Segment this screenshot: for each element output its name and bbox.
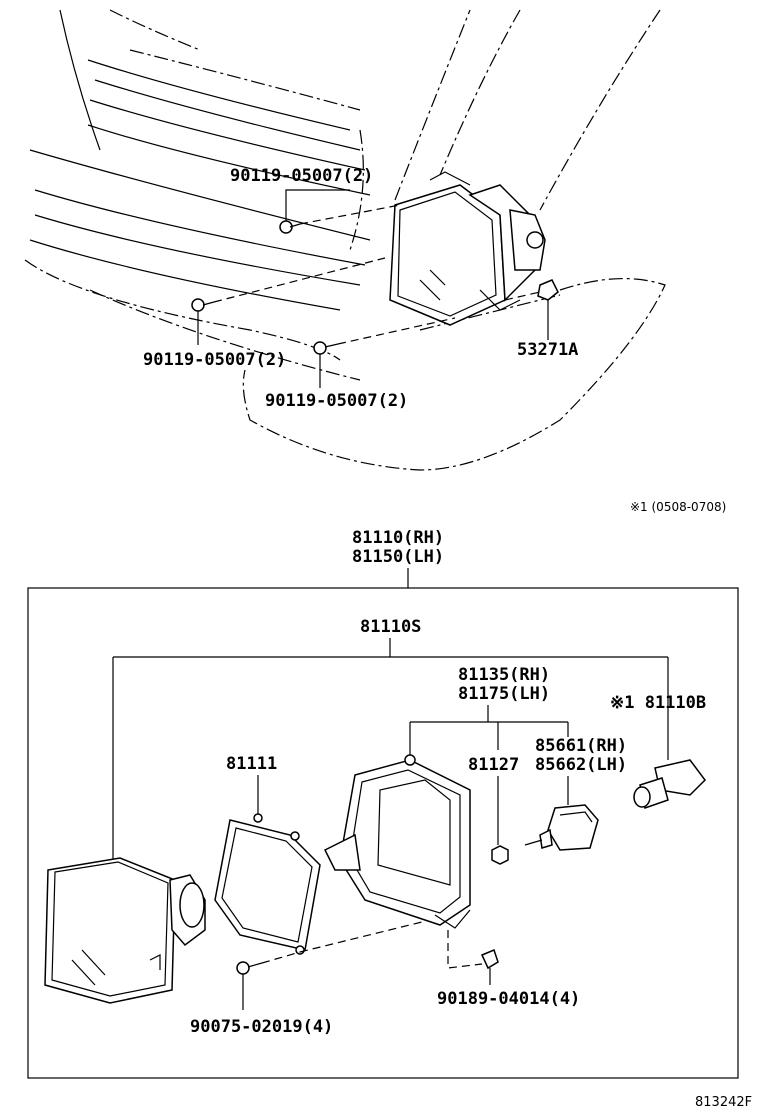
bolt-icon [279, 220, 301, 234]
label-bulb: ※1 81110B [610, 693, 706, 713]
label-screw-lower-right: 90189-04014(4) [437, 989, 580, 1009]
label-bolt-bottom: 90119-05007(2) [265, 391, 408, 411]
label-clip: 53271A [517, 340, 578, 360]
label-sub-assy: 81110S [360, 617, 421, 637]
bolt-icon [313, 341, 339, 355]
screw-icon [480, 948, 499, 970]
label-bolt-top: 90119-05007(2) [230, 166, 373, 186]
clip-icon [537, 279, 559, 301]
assembly-frame [27, 587, 739, 1079]
label-nut: 81127 [468, 755, 519, 775]
figure-code: 813242F [695, 1095, 752, 1110]
label-housing-lh: 81175(LH) [458, 684, 550, 704]
headlamp-icon [389, 171, 546, 326]
label-assy-lh: 81150(LH) [352, 547, 444, 567]
headlamp-icon [44, 857, 206, 1004]
label-screw-lower-left: 90075-02019(4) [190, 1017, 333, 1037]
label-assy-rh: 81110(RH) [352, 528, 444, 548]
footnote-date-range: ※1 (0508-0708) [630, 500, 726, 514]
adjuster-icon [524, 804, 599, 851]
housing-icon [323, 754, 471, 929]
vehicle-front-outline [24, 9, 666, 471]
label-adjuster-rh: 85661(RH) [535, 736, 627, 756]
screw-icon [236, 961, 263, 975]
label-bolt-left: 90119-05007(2) [143, 350, 286, 370]
label-housing-rh: 81135(RH) [458, 665, 550, 685]
bulb-icon [633, 759, 706, 809]
nut-icon [491, 845, 509, 865]
label-adjuster-lh: 85662(LH) [535, 755, 627, 775]
bolt-icon [191, 298, 215, 312]
label-retainer: 81111 [226, 754, 277, 774]
retainer-ring-icon [214, 813, 321, 955]
